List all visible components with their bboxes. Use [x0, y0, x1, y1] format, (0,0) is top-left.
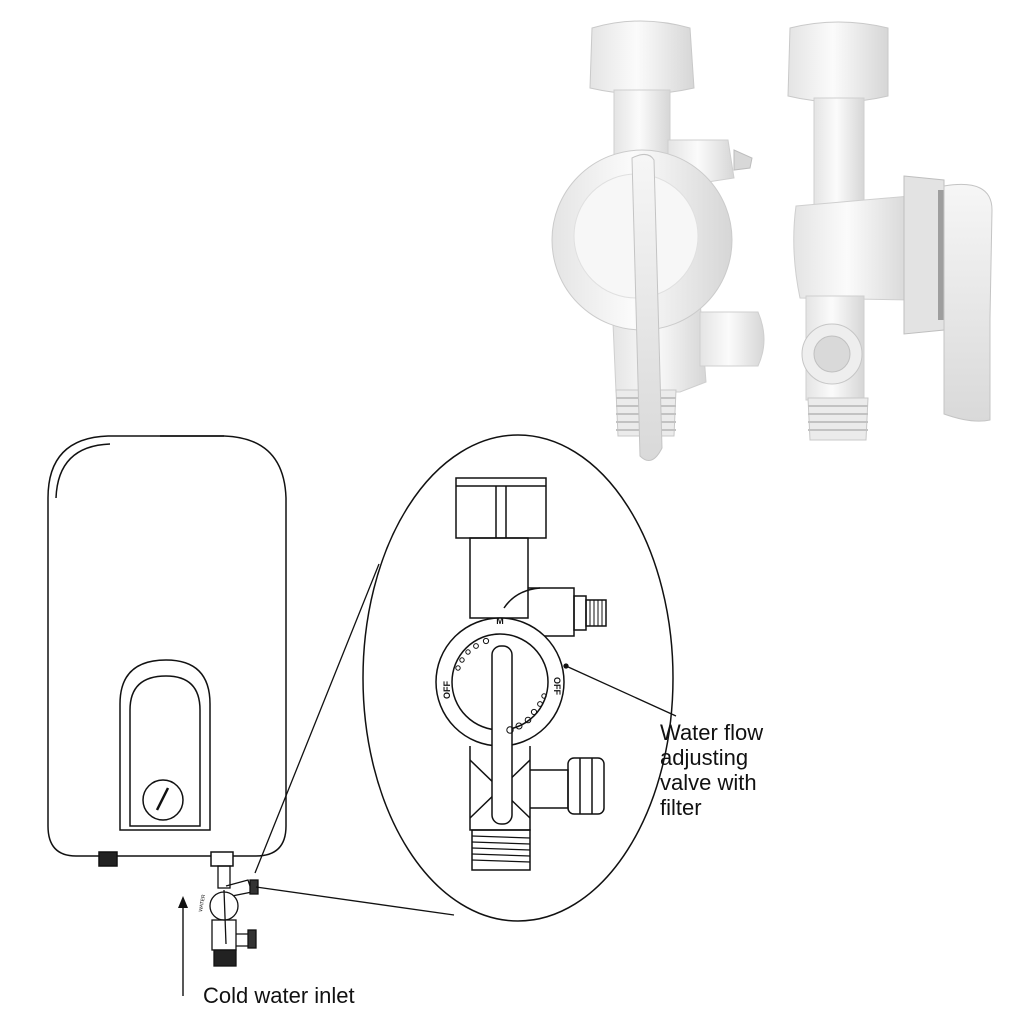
valve-photo-front [551, 20, 765, 461]
heater-inlet-fitting [210, 851, 234, 867]
cold-water-inlet-label: Cold water inlet [203, 983, 355, 1008]
valve-label-line-1: Water flow [660, 720, 764, 745]
valve-label-leader [563, 663, 677, 717]
heater-window-inner [129, 675, 201, 827]
callout-lines [254, 563, 455, 916]
valve-label: Water flow adjusting valve with filter [660, 720, 860, 820]
dial-mark-left: OFF [442, 681, 452, 699]
valve-label-line-3: valve with [660, 770, 757, 795]
valve-photo-side [787, 21, 993, 441]
temperature-knob [142, 779, 184, 821]
valve-label-line-2: adjusting [660, 745, 749, 770]
valve-label-line-4: filter [660, 795, 702, 820]
heater-outlet-fitting [98, 851, 118, 867]
water-heater-drawing [47, 435, 287, 867]
valve-lever [491, 645, 513, 825]
enlarged-valve-drawing [435, 477, 607, 871]
dial-mark-top: M [496, 616, 504, 626]
dial-mark-right: OFF [552, 677, 562, 695]
heater-window-outer [119, 659, 211, 831]
cold-water-arrow [178, 896, 188, 996]
magnified-view-ellipse [362, 434, 674, 922]
small-valve-drawing: WATER [198, 865, 259, 967]
svg-text:WATER: WATER [198, 894, 207, 913]
